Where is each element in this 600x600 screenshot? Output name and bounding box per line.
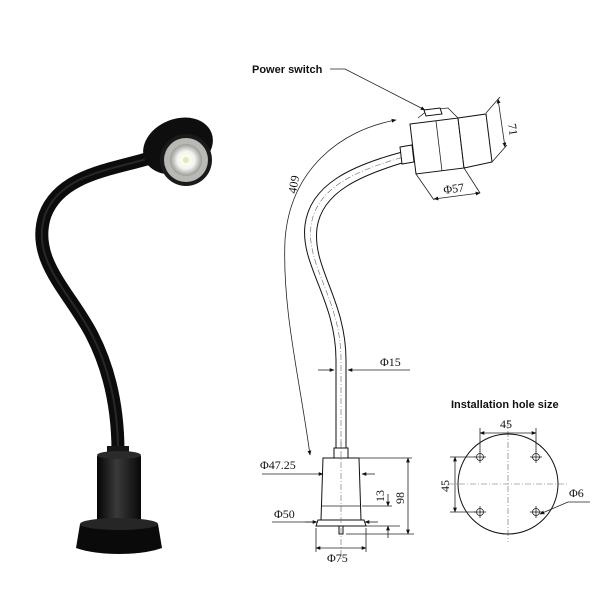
technical-drawing: Power switch 71 Φ57 409 xyxy=(252,64,521,565)
lamp-head xyxy=(143,117,213,186)
power-switch-label: Power switch xyxy=(252,64,323,76)
mounting-hole xyxy=(530,451,542,463)
drawing-hose-outer xyxy=(304,149,411,448)
dim-diameter-57: Φ57 xyxy=(442,180,465,197)
dim-diameter-15: Φ15 xyxy=(380,355,401,369)
dim-98: 98 xyxy=(393,492,407,504)
dim-13: 13 xyxy=(373,490,387,502)
dim-71: 71 xyxy=(505,122,521,136)
dim-diameter-50: Φ50 xyxy=(274,507,295,521)
lamp-base xyxy=(76,446,162,554)
dim-409: 409 xyxy=(285,174,302,194)
dim-hole-spacing-horizontal: 45 xyxy=(500,417,512,431)
drawing-base xyxy=(315,440,367,560)
drawing-lamp-head xyxy=(409,107,493,175)
mounting-holes xyxy=(474,451,542,518)
dim-hole-spacing-vertical: 45 xyxy=(438,480,452,492)
mounting-hole xyxy=(530,506,542,518)
installation-hole-detail: Installation hole size xyxy=(438,399,590,542)
dim-diameter-47-25: Φ47.25 xyxy=(260,458,296,472)
lamp-photo xyxy=(35,117,213,554)
installation-hole-size-title: Installation hole size xyxy=(451,399,559,411)
dim-hole-diameter: Φ6 xyxy=(569,486,584,500)
dim-diameter-75: Φ75 xyxy=(327,551,348,565)
